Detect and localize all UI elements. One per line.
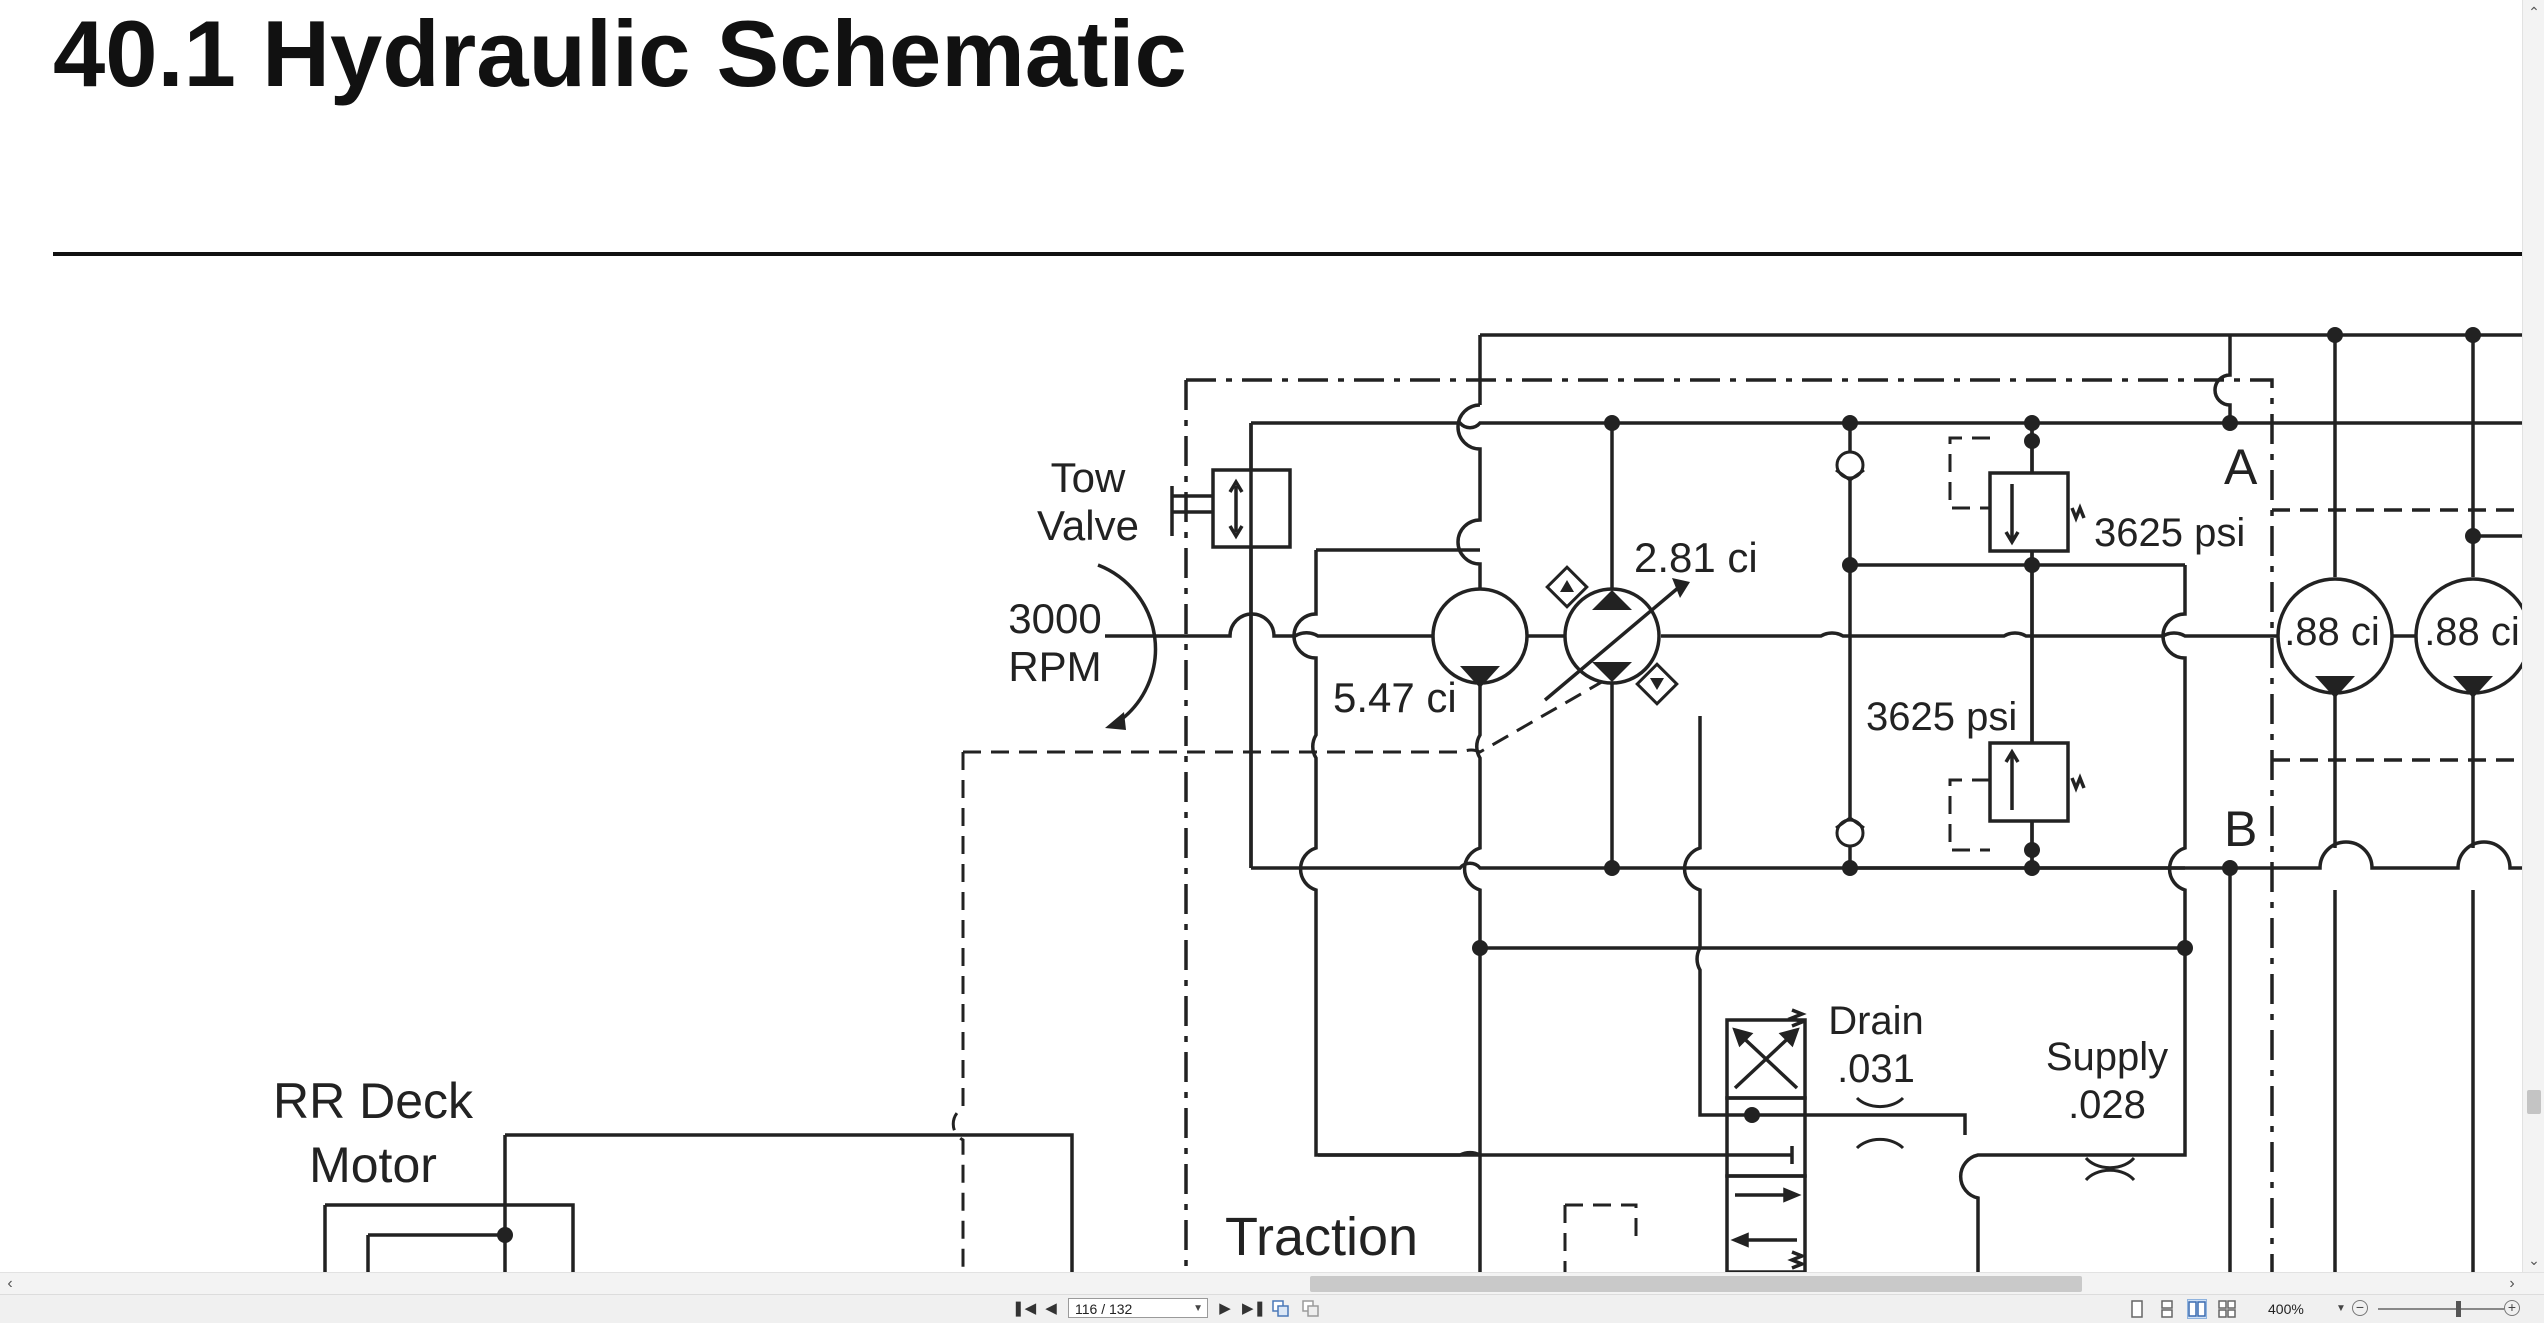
charge-pump-symbol	[1431, 587, 1529, 688]
zoom-in-icon[interactable]: +	[2504, 1300, 2520, 1316]
port-a-label: A	[2224, 439, 2258, 495]
continuous-facing-view-icon[interactable]	[2218, 1300, 2236, 1318]
port-a-line	[1251, 421, 2522, 430]
facing-pages-view-icon[interactable]	[2187, 1299, 2207, 1319]
vertical-scrollbar[interactable]: ⌃ ⌄	[2522, 0, 2544, 1272]
page-dropdown-icon[interactable]: ▼	[1193, 1303, 1203, 1314]
document-page: 40.1 Hydraulic Schematic	[53, 1, 2522, 1272]
wheel-motor-1-symbol	[2276, 577, 2394, 698]
copy-page-icon[interactable]	[1272, 1300, 1290, 1318]
horizontal-scroll-thumb[interactable]	[1310, 1276, 2082, 1292]
first-page-icon[interactable]: ❚◀	[1012, 1300, 1037, 1317]
supply-label-line1: Supply	[2046, 1035, 2168, 1079]
tow-valve-label-line1: Tow	[1051, 454, 1126, 501]
zoom-dropdown-icon[interactable]: ▼	[2336, 1303, 2346, 1314]
zoom-slider-track[interactable]	[2378, 1308, 2504, 1310]
single-page-view-icon[interactable]	[2128, 1300, 2146, 1318]
last-page-icon[interactable]: ▶❚	[1242, 1300, 1267, 1317]
hydraulic-schematic: Tow Valve 3000 RPM 5.47 ci 2.81 ci 3625 …	[273, 327, 2522, 1272]
drain-label-line1: Drain	[1828, 999, 1924, 1043]
page-number-field[interactable]: 116 / 132 ▼	[1068, 1298, 1208, 1318]
supply-label-line2: .028	[2068, 1083, 2146, 1127]
navigation-toolbar: ❚◀ ◀ 116 / 132 ▼ ▶ ▶❚ 400% ▼ − +	[0, 1294, 2544, 1323]
relief-valve-b-label: 3625 psi	[1866, 695, 2017, 739]
drive-shaft	[1105, 612, 2522, 638]
paste-page-icon[interactable]	[1302, 1300, 1320, 1318]
port-b-line	[1251, 840, 2522, 870]
charge-pump-label: 5.47 ci	[1333, 674, 1457, 721]
page-indicator: 116 / 132	[1075, 1301, 1133, 1317]
wheel-motor-2-label: .88 ci	[2424, 610, 2520, 654]
port-b-label: B	[2224, 801, 2257, 857]
drain-label-line2: .031	[1837, 1047, 1915, 1091]
zoom-level[interactable]: 400%	[2268, 1301, 2304, 1317]
scroll-left-icon[interactable]: ‹	[7, 1275, 13, 1292]
title-rule	[53, 252, 2522, 256]
zoom-out-icon[interactable]: −	[2352, 1300, 2368, 1316]
rr-deck-motor-label-line1: RR Deck	[273, 1073, 474, 1129]
relief-valve-a-label: 3625 psi	[2094, 511, 2245, 555]
tow-valve-label-line2: Valve	[1037, 502, 1139, 549]
scroll-right-icon[interactable]: ›	[2509, 1275, 2515, 1292]
traction-pump-symbol	[1543, 565, 1690, 706]
rr-deck-motor-label-line2: Motor	[309, 1137, 437, 1193]
page-title: 40.1 Hydraulic Schematic	[53, 1, 1187, 106]
rpm-label-line2: RPM	[1008, 643, 1101, 690]
vertical-scroll-thumb[interactable]	[2527, 1090, 2541, 1114]
zoom-slider-thumb[interactable]	[2456, 1301, 2461, 1317]
prev-page-icon[interactable]: ◀	[1045, 1300, 1057, 1317]
rpm-label-line1: 3000	[1008, 595, 1101, 642]
next-page-icon[interactable]: ▶	[1219, 1300, 1231, 1317]
traction-label: Traction	[1225, 1207, 1418, 1267]
traction-pump-label: 2.81 ci	[1634, 534, 1758, 581]
horizontal-scrollbar[interactable]: ‹ ›	[0, 1272, 2544, 1295]
scroll-down-icon[interactable]: ⌄	[2528, 1252, 2540, 1268]
scroll-up-icon[interactable]: ⌃	[2528, 4, 2540, 20]
wheel-motor-1-label: .88 ci	[2284, 610, 2380, 654]
continuous-view-icon[interactable]	[2158, 1300, 2176, 1318]
wheel-motor-2-symbol	[2414, 577, 2522, 698]
